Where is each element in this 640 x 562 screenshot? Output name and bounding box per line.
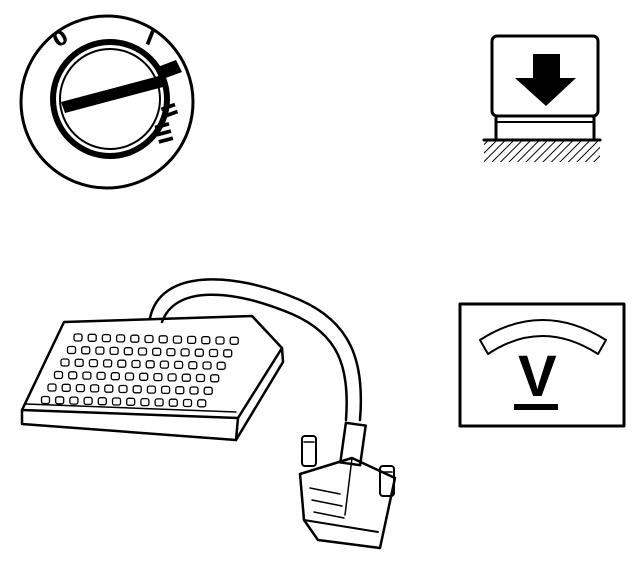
test-socket <box>166 347 176 357</box>
test-socket <box>173 360 184 370</box>
test-socket <box>172 335 183 344</box>
dc-bar <box>514 404 558 410</box>
test-socket <box>104 384 114 393</box>
volt-unit-label: V <box>518 344 557 409</box>
test-socket <box>175 386 185 395</box>
key-bar <box>61 76 163 113</box>
test-socket <box>160 385 171 395</box>
test-socket <box>89 384 100 393</box>
voltmeter-icon: V <box>458 302 626 428</box>
test-socket <box>130 334 140 343</box>
press-down-icon <box>482 34 602 162</box>
test-socket <box>188 361 198 370</box>
test-socket <box>229 336 239 345</box>
test-socket <box>154 398 164 407</box>
test-socket <box>95 346 105 355</box>
test-socket <box>55 396 65 405</box>
test-socket <box>69 396 79 405</box>
test-socket <box>111 397 122 406</box>
test-socket <box>88 358 99 368</box>
test-socket <box>131 359 141 369</box>
test-socket <box>201 336 211 345</box>
test-socket <box>153 372 163 382</box>
test-socket <box>210 374 220 383</box>
test-socket <box>123 347 133 356</box>
test-socket <box>53 370 64 380</box>
test-socket <box>102 359 113 368</box>
ground-hatch <box>484 140 600 162</box>
test-socket <box>124 372 135 381</box>
test-socket <box>195 373 206 383</box>
test-socket <box>137 347 148 356</box>
test-socket <box>126 397 136 406</box>
test-socket <box>101 333 112 343</box>
test-socket <box>140 397 150 407</box>
test-socket <box>139 372 149 381</box>
test-socket <box>202 361 212 370</box>
test-socket <box>182 398 193 408</box>
test-socket <box>159 360 170 369</box>
ignition-switch-icon: 0 I II III <box>19 14 195 190</box>
test-socket <box>197 399 207 408</box>
key-tip <box>155 60 182 80</box>
test-socket <box>97 397 107 406</box>
test-socket <box>117 359 127 368</box>
test-socket <box>83 396 93 406</box>
test-socket <box>110 372 120 381</box>
position-3-label: III <box>149 119 178 147</box>
test-socket <box>167 373 177 382</box>
test-socket <box>186 335 197 345</box>
test-socket <box>223 349 233 358</box>
test-socket <box>87 333 97 342</box>
test-socket <box>180 348 190 357</box>
down-arrow-icon <box>515 54 576 106</box>
test-socket <box>73 333 83 342</box>
test-socket <box>203 386 213 395</box>
position-1-label: I <box>142 25 158 50</box>
test-socket <box>82 371 92 380</box>
test-socket <box>194 348 204 357</box>
meter-scale <box>479 319 607 355</box>
test-socket <box>75 383 86 393</box>
test-socket <box>60 358 70 367</box>
test-socket <box>189 386 199 395</box>
test-socket <box>115 334 126 343</box>
breakout-box-icon <box>20 278 397 550</box>
test-socket <box>66 345 77 355</box>
test-socket <box>40 395 51 405</box>
test-socket-grid <box>40 333 239 408</box>
position-0-label: 0 <box>48 25 73 53</box>
test-socket <box>181 373 191 382</box>
test-socket <box>145 360 155 369</box>
test-socket <box>158 335 168 344</box>
test-socket <box>61 383 71 392</box>
test-socket <box>215 336 225 345</box>
test-socket <box>74 358 84 367</box>
test-socket <box>81 346 91 355</box>
test-socket <box>47 383 57 392</box>
test-socket <box>168 398 178 407</box>
test-socket <box>132 385 142 394</box>
test-socket <box>146 385 157 394</box>
test-socket <box>216 361 226 370</box>
test-socket <box>208 348 219 358</box>
test-socket <box>109 346 119 356</box>
test-socket <box>118 384 128 394</box>
test-socket <box>152 347 162 356</box>
test-socket <box>68 371 78 380</box>
test-socket <box>96 371 106 381</box>
test-socket <box>144 334 154 344</box>
